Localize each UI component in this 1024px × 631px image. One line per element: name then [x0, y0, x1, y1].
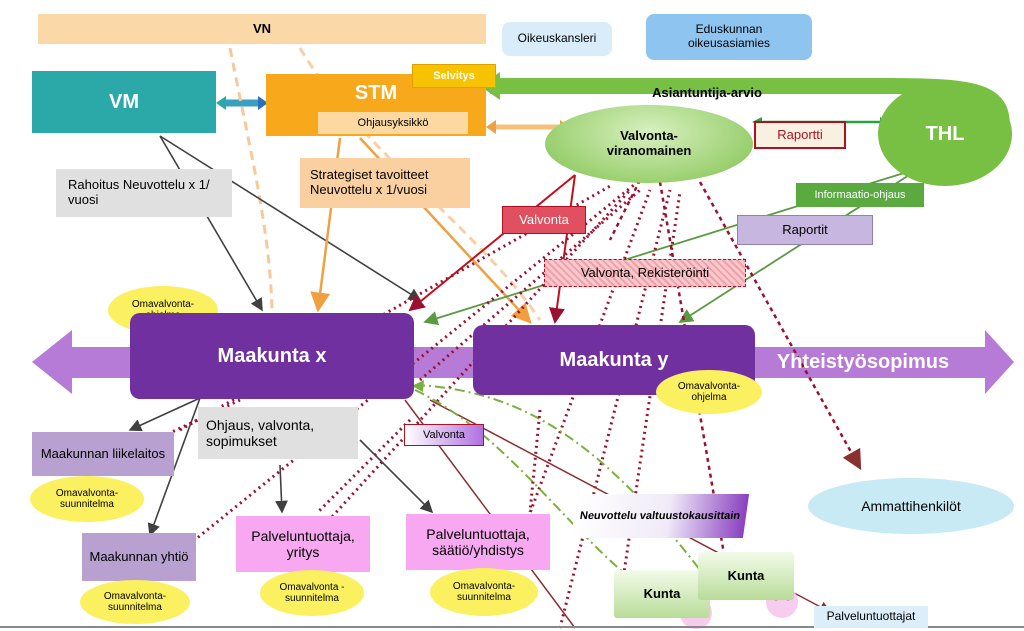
- raportit-box: Raportit: [737, 215, 873, 245]
- maakunta-x-box: Maakunta x: [130, 313, 414, 399]
- kunta-label-2: Kunta: [727, 567, 765, 583]
- maakunta-y-label: Maakunta y: [559, 348, 669, 371]
- ohjausyksikko-box: Ohjausyksikkö: [318, 112, 468, 134]
- raportti-label: Raportti: [777, 126, 823, 142]
- maakunnan-liikelaitos-label: Maakunnan liikelaitos: [40, 445, 166, 461]
- thl-ellipse: THL: [878, 82, 1012, 186]
- informaatio-ohjaus-box: Informaatio-ohjaus: [796, 183, 924, 207]
- omavalvontaohjelma-y-ellipse: Omavalvonta-ohjelma: [656, 370, 762, 414]
- omavalvontasuunnitelma-liikelaitos-label: Omavalvonta-suunnitelma: [55, 487, 119, 511]
- omavalvontaohjelma-y-label: Omavalvonta-ohjelma: [677, 380, 741, 404]
- vm-box: VM: [32, 71, 216, 133]
- omavalvontasuunnitelma-yritys-ellipse: Omavalvonta -suunnitelma: [260, 570, 364, 616]
- vn-bar: VN: [38, 14, 486, 44]
- strategiset-box: Strategiset tavoitteet Neuvottelu x 1/vu…: [300, 158, 470, 208]
- rahoitus-box: Rahoitus Neuvottelu x 1/ vuosi: [56, 169, 232, 217]
- ohjausyksikko-label: Ohjausyksikkö: [357, 116, 429, 129]
- yhteistyosopimus-label-box: Yhteistyösopimus: [758, 348, 968, 376]
- ohjaus-valvonta-label: Ohjaus, valvonta, sopimukset: [206, 416, 315, 449]
- selvitys-box: Selvitys: [412, 64, 496, 88]
- yhteistyosopimus-label: Yhteistyösopimus: [776, 350, 950, 373]
- maakunnan-yhtio-label: Maakunnan yhtiö: [89, 548, 189, 564]
- raportti-box: Raportti: [754, 121, 846, 149]
- thl-label: THL: [925, 122, 965, 145]
- ammattihenkilot-ellipse: Ammattihenkilöt: [808, 478, 1014, 534]
- neuvottelu-box: Neuvottelu valtuustokausittain: [570, 494, 750, 538]
- kunta-label-1: Kunta: [643, 585, 681, 601]
- palveluntuottajat-label: Palveluntuottajat: [826, 609, 916, 624]
- asiantuntija-arvio-label-box: Asiantuntija-arvio: [622, 84, 792, 102]
- stm-label: STM: [354, 82, 398, 104]
- maakunnan-liikelaitos-box: Maakunnan liikelaitos: [32, 432, 174, 476]
- maakunnan-yhtio-box: Maakunnan yhtiö: [82, 533, 196, 581]
- omavalvontasuunnitelma-yritys-label: Omavalvonta -suunnitelma: [279, 581, 345, 605]
- omavalvontasuunnitelma-yhtio-label: Omavalvonta-suunnitelma: [103, 590, 167, 614]
- palveluntuottajat-box: Palveluntuottajat: [814, 606, 928, 628]
- raportit-label: Raportit: [782, 221, 828, 237]
- selvitys-label: Selvitys: [433, 69, 475, 82]
- asiantuntija-arvio-label: Asiantuntija-arvio: [652, 84, 762, 100]
- omavalvontasuunnitelma-yhtio-ellipse: Omavalvonta-suunnitelma: [80, 580, 190, 624]
- valvontaviranomainen-ellipse: Valvonta-viranomainen: [545, 105, 753, 183]
- oikeuskansleri-box: Oikeuskansleri: [502, 22, 612, 56]
- kunta-box-1: Kunta: [614, 570, 710, 618]
- eduskunnan-oikeusasiamies-box: Eduskunnan oikeusasiamies: [646, 14, 812, 60]
- palveluntuottaja-yritys-box: Palveluntuottaja, yritys: [236, 516, 370, 572]
- palveluntuottaja-yritys-label: Palveluntuottaja, yritys: [251, 527, 355, 560]
- palveluntuottaja-saatio-box: Palveluntuottaja, säätiö/yhdistys: [406, 514, 550, 570]
- informaatio-ohjaus-label: Informaatio-ohjaus: [814, 188, 906, 201]
- omavalvontasuunnitelma-saatio-ellipse: Omavalvonta-suunnitelma: [430, 568, 538, 616]
- palveluntuottaja-saatio-label: Palveluntuottaja, säätiö/yhdistys: [426, 525, 530, 558]
- valvonta-top-label: Valvonta: [519, 211, 569, 227]
- ohjaus-valvonta-box: Ohjaus, valvonta, sopimukset: [198, 407, 358, 459]
- vm-label: VM: [109, 90, 139, 113]
- oikeuskansleri-label: Oikeuskansleri: [517, 31, 597, 46]
- valvonta-mid-label: Valvonta: [423, 428, 465, 441]
- kunta-box-2: Kunta: [698, 552, 794, 600]
- eduskunnan-oikeusasiamies-label: Eduskunnan oikeusasiamies: [687, 22, 771, 50]
- rahoitus-label: Rahoitus Neuvottelu x 1/ vuosi: [68, 177, 210, 207]
- neuvottelu-label: Neuvottelu valtuustokausittain: [579, 509, 741, 522]
- omavalvontasuunnitelma-saatio-label: Omavalvonta-suunnitelma: [452, 580, 516, 604]
- valvonta-rekisterointi-label: Valvonta, Rekisteröinti: [580, 264, 710, 280]
- maakunta-x-label: Maakunta x: [217, 344, 327, 367]
- valvontaviranomainen-label: Valvonta-viranomainen: [606, 128, 692, 158]
- valvonta-mid-box: Valvonta: [404, 424, 484, 446]
- ammattihenkilot-label: Ammattihenkilöt: [861, 497, 961, 514]
- omavalvontasuunnitelma-liikelaitos-ellipse: Omavalvonta-suunnitelma: [30, 476, 144, 522]
- valvonta-top-box: Valvonta: [502, 206, 586, 234]
- strategiset-label: Strategiset tavoitteet Neuvottelu x 1/vu…: [310, 167, 429, 197]
- valvonta-rekisterointi-box: Valvonta, Rekisteröinti: [544, 259, 746, 287]
- vn-label: VN: [252, 20, 272, 36]
